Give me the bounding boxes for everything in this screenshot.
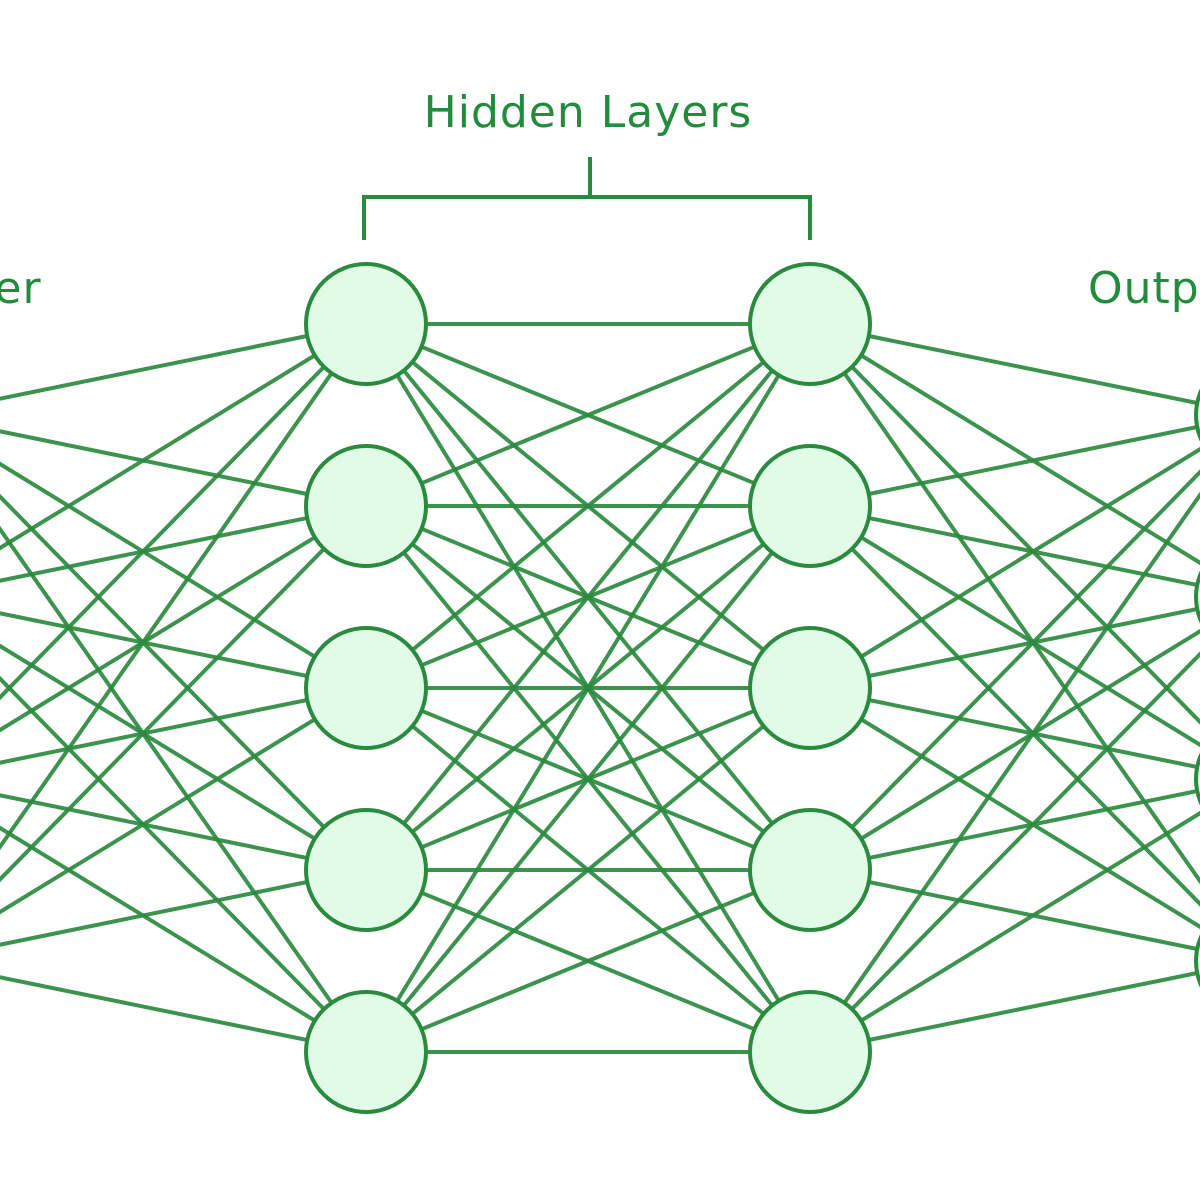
connection-hidden-2-4-to-output-1 (808, 469, 1200, 872)
connection-hidden-2-5-to-output-1 (808, 491, 1200, 1054)
connection-input-3-to-hidden-1-1 (0, 322, 368, 701)
connection-hidden-2-1-to-output-1 (809, 322, 1200, 406)
hidden-2-node-3 (748, 626, 872, 750)
connection-input-1-to-hidden-1-1 (0, 322, 367, 401)
hidden-1-node-4 (304, 808, 428, 932)
connection-hidden-1-3-to-hidden-2-1 (364, 322, 812, 690)
connection-input-4-to-hidden-1-3 (0, 686, 368, 915)
output-layer-label: Output Layer (1088, 263, 1200, 314)
neurons (304, 262, 1200, 1114)
connection-hidden-1-5-to-hidden-2-2 (364, 504, 812, 1054)
output-node-4 (1194, 934, 1200, 988)
connection-input-4-to-hidden-1-1 (0, 322, 368, 851)
hidden-layers-bracket (362, 157, 812, 240)
hidden-1-node-1 (304, 262, 428, 386)
connection-hidden-1-4-to-hidden-2-1 (364, 322, 812, 872)
hidden-1-node-3 (304, 626, 428, 750)
output-node-2 (1194, 570, 1200, 624)
connections (0, 322, 1200, 1054)
connection-hidden-1-2-to-hidden-2-1 (365, 322, 811, 508)
connection-hidden-1-5-to-hidden-2-3 (364, 686, 812, 1054)
hidden-layers-label: Hidden Layers (424, 87, 753, 138)
connection-input-2-to-hidden-1-1 (0, 322, 368, 551)
connection-hidden-1-5-to-hidden-2-4 (365, 868, 811, 1054)
connection-hidden-2-5-to-output-3 (808, 810, 1200, 1054)
connection-hidden-2-2-to-output-1 (809, 424, 1200, 508)
hidden-2-node-4 (748, 808, 872, 932)
connection-input-3-to-hidden-1-5 (0, 825, 368, 1054)
hidden-1-node-5 (304, 990, 428, 1114)
connection-input-4-to-hidden-1-4 (0, 868, 367, 947)
hidden-1-node-2 (304, 444, 428, 568)
connection-hidden-2-5-to-output-4 (809, 970, 1200, 1054)
input-layer-label: Input Layer (0, 263, 42, 314)
output-node-3 (1194, 752, 1200, 806)
hidden-2-node-2 (748, 444, 872, 568)
output-node-1 (1194, 388, 1200, 442)
connection-hidden-2-3-to-output-1 (808, 446, 1200, 690)
connection-input-4-to-hidden-1-2 (0, 504, 368, 883)
hidden-2-node-1 (748, 262, 872, 386)
hidden-2-node-5 (748, 990, 872, 1114)
connection-hidden-1-5-to-hidden-2-1 (364, 322, 812, 1054)
connection-input-4-to-hidden-1-5 (0, 975, 367, 1054)
connection-hidden-2-5-to-output-2 (808, 651, 1200, 1054)
bracket-line (362, 195, 812, 240)
